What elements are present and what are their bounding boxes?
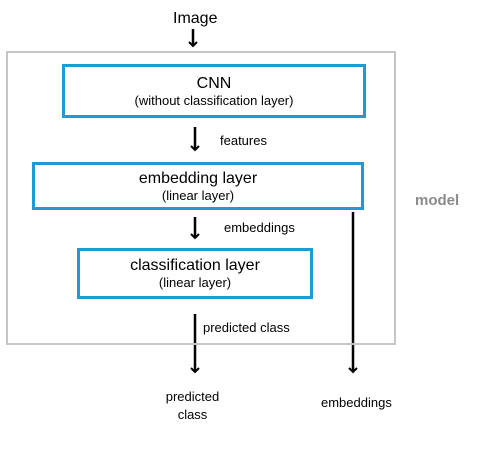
embeddings-edge-label: embeddings	[224, 220, 295, 235]
cnn-title: CNN	[196, 74, 232, 92]
predicted-class-edge-label: predicted class	[203, 320, 290, 335]
classification-layer-box: classification layer (linear layer)	[77, 248, 313, 299]
features-edge-label: features	[220, 133, 267, 148]
embedding-layer-subtitle: (linear layer)	[161, 187, 235, 203]
embeddings-output-label: embeddings	[321, 395, 392, 410]
classification-layer-title: classification layer	[130, 257, 260, 274]
classification-layer-subtitle: (linear layer)	[158, 275, 232, 290]
embedding-layer-box: embedding layer (linear layer)	[32, 162, 364, 210]
model-frame	[6, 51, 396, 345]
cnn-subtitle: (without classification layer)	[134, 92, 294, 108]
predicted-class-output-line1: predicted	[165, 389, 220, 404]
cnn-box: CNN (without classification layer)	[62, 64, 366, 118]
input-label: Image	[173, 10, 218, 27]
predicted-class-output-label: predicted class	[145, 388, 240, 424]
predicted-class-output-line2: class	[177, 407, 208, 422]
embedding-layer-title: embedding layer	[138, 169, 258, 187]
model-label: model	[415, 192, 460, 209]
